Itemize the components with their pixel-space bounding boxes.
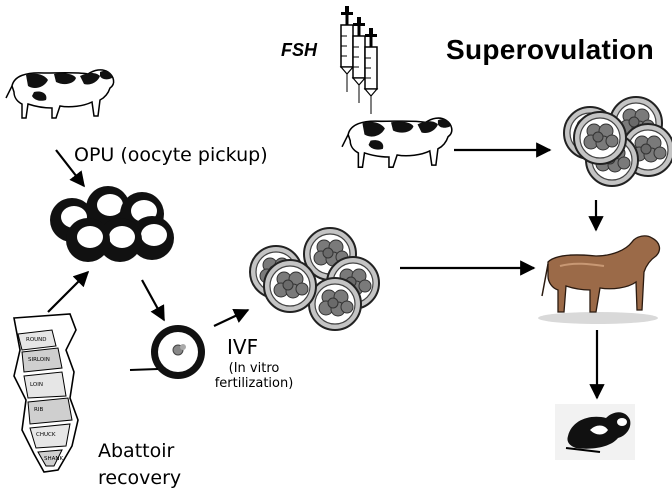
ivf-embryo-cluster bbox=[250, 228, 379, 330]
label-ivf-detail-line2: fertilization) bbox=[205, 376, 303, 391]
recipient-cow bbox=[538, 236, 659, 324]
carcass-illustration: ROUND SIRLOIN LOIN RIB CHUCK SHANK bbox=[14, 314, 78, 472]
oocyte-cluster bbox=[50, 186, 174, 262]
calf bbox=[555, 404, 635, 460]
superovulation-embryo-cluster bbox=[564, 97, 672, 186]
carcass-label: SIRLOIN bbox=[28, 357, 50, 363]
carcass-label: RIB bbox=[34, 407, 43, 413]
arrow-oocytes-to-ivf bbox=[142, 280, 164, 320]
label-abattoir-line1: Abattoir bbox=[98, 438, 181, 465]
fsh-syringes bbox=[341, 6, 377, 114]
label-ivf-detail-line1: (In vitro bbox=[205, 361, 303, 376]
arrow-abattoir-to-oocytes bbox=[48, 272, 88, 312]
fertilized-oocyte bbox=[130, 325, 205, 379]
label-abattoir-line2: recovery bbox=[98, 465, 181, 492]
label-ivf-detail: (In vitro fertilization) bbox=[205, 361, 303, 391]
label-abattoir-recovery: Abattoir recovery bbox=[98, 438, 181, 492]
cow-donor-superovulation bbox=[342, 118, 452, 167]
carcass-label: LOIN bbox=[30, 382, 43, 388]
label-opu: OPU (oocyte pickup) bbox=[74, 144, 268, 166]
carcass-label: ROUND bbox=[26, 337, 47, 343]
label-ivf: IVF bbox=[227, 335, 258, 359]
label-superovulation: Superovulation bbox=[446, 34, 654, 66]
carcass-label: SHANK bbox=[44, 456, 64, 462]
arrow-ivf-to-embryos bbox=[214, 310, 248, 326]
carcass-label: CHUCK bbox=[36, 432, 56, 438]
cow-donor-opu bbox=[6, 70, 114, 118]
label-fsh: FSH bbox=[281, 40, 317, 61]
